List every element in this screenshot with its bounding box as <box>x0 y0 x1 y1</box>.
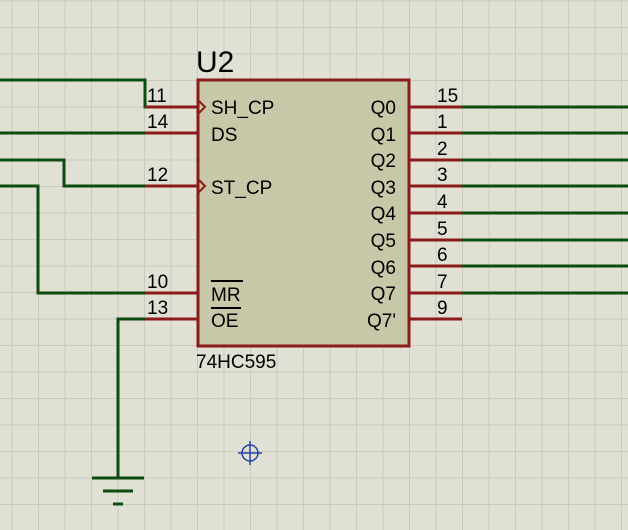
pin-label: DS <box>211 125 237 146</box>
right-pin-q0[interactable]: 15 Q0 <box>371 86 462 119</box>
right-pin-q7-prime[interactable]: 9 Q7' <box>367 298 462 332</box>
crosshair-target-icon <box>238 441 262 465</box>
pin-label: Q6 <box>371 258 396 279</box>
pin-number: 10 <box>147 272 168 293</box>
pin-number: 3 <box>437 165 448 186</box>
left-pin-1[interactable]: 11 SH_CP <box>145 86 274 119</box>
pin-number: 11 <box>147 86 167 107</box>
ground-symbol-icon[interactable] <box>92 476 144 506</box>
ic-refdes: U2 <box>196 46 234 79</box>
ic-u2[interactable]: U2 74HC595 11 SH_CP 14 DS 12 ST_CP 10 MR <box>145 46 462 373</box>
left-pin-3[interactable]: 12 ST_CP <box>145 165 272 199</box>
left-pin-2[interactable]: 14 DS <box>145 112 237 146</box>
pin-label: Q7' <box>367 311 396 332</box>
pin-label: MR <box>211 285 241 306</box>
pin-label: Q7 <box>371 284 396 305</box>
pin-number: 13 <box>147 298 168 319</box>
pin-number: 12 <box>147 165 168 186</box>
pin-number: 1 <box>437 112 448 133</box>
pin-label: OE <box>211 311 238 332</box>
pin-number: 9 <box>437 298 448 319</box>
pin-label: Q0 <box>371 98 396 119</box>
pin-label: Q2 <box>371 151 396 172</box>
right-pin-q3[interactable]: 3 Q3 <box>371 165 462 199</box>
ic-part-name: 74HC595 <box>196 352 276 373</box>
pin-label: SH_CP <box>211 98 274 119</box>
pin-number: 15 <box>437 86 458 107</box>
pin-label: ST_CP <box>211 178 272 199</box>
right-pin-q7[interactable]: 7 Q7 <box>371 272 462 305</box>
ic-body[interactable] <box>196 78 411 348</box>
right-pin-q5[interactable]: 5 Q5 <box>371 219 462 252</box>
pin-number: 14 <box>147 112 169 133</box>
pin-number: 2 <box>437 139 448 160</box>
right-pin-q2[interactable]: 2 Q2 <box>371 139 462 172</box>
left-pin-4[interactable]: 10 MR <box>145 272 243 306</box>
right-pin-q4[interactable]: 4 Q4 <box>371 192 462 225</box>
pin-label: Q3 <box>371 178 396 199</box>
wire-st-cp[interactable] <box>0 158 170 188</box>
pin-label: Q5 <box>371 231 396 252</box>
pin-number: 6 <box>437 245 448 266</box>
clock-marker-icon <box>198 179 207 193</box>
right-pin-q1[interactable]: 1 Q1 <box>371 112 462 146</box>
pin-number: 7 <box>437 272 448 293</box>
pin-number: 5 <box>437 219 448 240</box>
wire-mr[interactable] <box>0 184 170 295</box>
pin-number: 4 <box>437 192 448 213</box>
pin-label: Q4 <box>371 204 397 225</box>
left-pin-5[interactable]: 13 OE <box>145 298 241 332</box>
clock-marker-icon <box>198 100 207 114</box>
right-pin-q6[interactable]: 6 Q6 <box>371 245 462 279</box>
pin-label: Q1 <box>371 125 396 146</box>
wires <box>0 78 628 478</box>
